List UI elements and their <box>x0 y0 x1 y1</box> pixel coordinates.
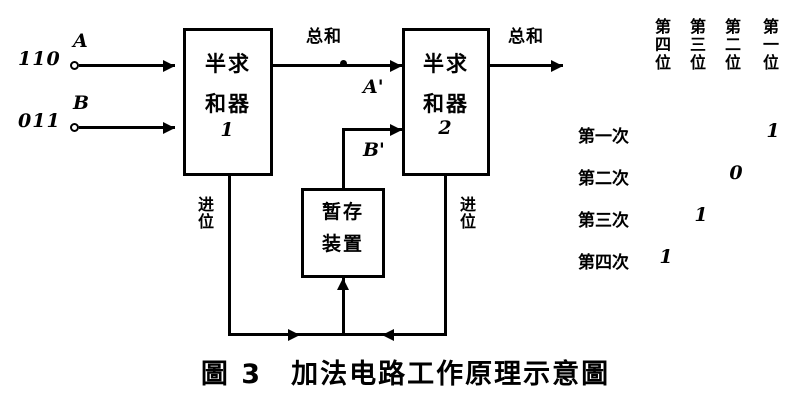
column-header-3-line3: 位 <box>689 52 706 72</box>
label-carry-right: 进位 <box>459 195 476 232</box>
input-a-bits: 110 <box>18 48 61 70</box>
wire-carry-right <box>444 174 447 336</box>
wire-bus-to-storage <box>342 278 345 335</box>
block-storage-line1: 暂存 <box>321 201 364 223</box>
input-a-terminal[interactable] <box>70 61 79 70</box>
block-half-adder-2-line1: 半求 <box>423 52 469 76</box>
block-half-adder-1[interactable]: 半求 和器 1 <box>183 28 273 176</box>
input-a-label: A <box>73 30 88 52</box>
wire-sum-to-adder2 <box>271 64 404 67</box>
column-header-3-line1: 第 <box>689 17 706 36</box>
wire-input-b <box>79 126 175 129</box>
label-b-prime: B' <box>363 139 385 161</box>
cell-value-row4: 1 <box>659 246 673 268</box>
column-header-3: 第 三 位 <box>687 18 709 72</box>
cell-value-row1: 1 <box>766 120 780 142</box>
arrowhead-a-prime-icon <box>390 59 402 72</box>
block-half-adder-2-index: 2 <box>438 117 454 140</box>
arrowhead-b-prime-icon <box>390 123 402 136</box>
arrowhead-input-b-icon <box>163 121 175 134</box>
block-half-adder-1-line1: 半求 <box>205 52 251 76</box>
figure-caption: 圖 3 加法电路工作原理示意圖 <box>200 359 611 390</box>
column-header-1-line1: 第 <box>762 17 779 36</box>
column-header-4-line2: 四 <box>654 34 671 54</box>
block-storage-line2: 装置 <box>321 232 364 255</box>
wire-carry-left <box>228 174 231 336</box>
label-carry-left: 进位 <box>197 195 214 232</box>
block-half-adder-2[interactable]: 半求 和器 2 <box>402 28 490 176</box>
label-sum-output: 总和 <box>508 27 544 47</box>
arrowhead-input-a-icon <box>163 59 175 72</box>
block-half-adder-1-index: 1 <box>220 119 236 142</box>
cell-value-row2: 0 <box>729 162 743 184</box>
row-label-4: 第四次 <box>578 253 629 273</box>
label-sum-intermediate: 总和 <box>306 27 342 47</box>
column-header-4: 第 四 位 <box>652 18 674 72</box>
column-header-1-line3: 位 <box>762 52 779 72</box>
wire-input-a <box>79 64 175 67</box>
column-header-2-line2: 二 <box>724 34 741 54</box>
label-a-prime: A' <box>363 76 384 98</box>
arrowhead-carry-left-icon <box>288 328 300 341</box>
junction-dot-sum <box>340 60 347 67</box>
wire-sum-output <box>489 64 563 67</box>
row-label-3: 第三次 <box>578 211 629 231</box>
input-b-label: B <box>73 92 90 114</box>
input-b-bits: 011 <box>18 110 61 132</box>
arrowhead-sum-output-icon <box>551 59 563 72</box>
block-half-adder-2-line2: 和器 <box>423 92 469 117</box>
wire-carry-bus <box>228 333 447 336</box>
input-b-terminal[interactable] <box>70 123 79 132</box>
wire-bprime-vertical <box>342 128 345 190</box>
block-half-adder-1-line2: 和器 <box>205 92 251 117</box>
column-header-1: 第 一 位 <box>760 18 782 72</box>
wire-bprime-horizontal <box>342 128 404 131</box>
column-header-1-line2: 一 <box>762 34 779 54</box>
row-label-2: 第二次 <box>578 169 629 189</box>
column-header-2-line1: 第 <box>724 17 741 36</box>
cell-value-row3: 1 <box>694 204 708 226</box>
column-header-2-line3: 位 <box>724 52 741 72</box>
arrowhead-storage-input-icon <box>337 278 349 290</box>
column-header-3-line2: 三 <box>689 34 706 54</box>
block-storage-device[interactable]: 暂存 装置 <box>301 188 385 278</box>
column-header-4-line1: 第 <box>654 17 671 36</box>
column-header-2: 第 二 位 <box>722 18 744 72</box>
row-label-1: 第一次 <box>578 127 629 147</box>
arrowhead-carry-right-icon <box>382 328 394 341</box>
column-header-4-line3: 位 <box>654 52 671 72</box>
